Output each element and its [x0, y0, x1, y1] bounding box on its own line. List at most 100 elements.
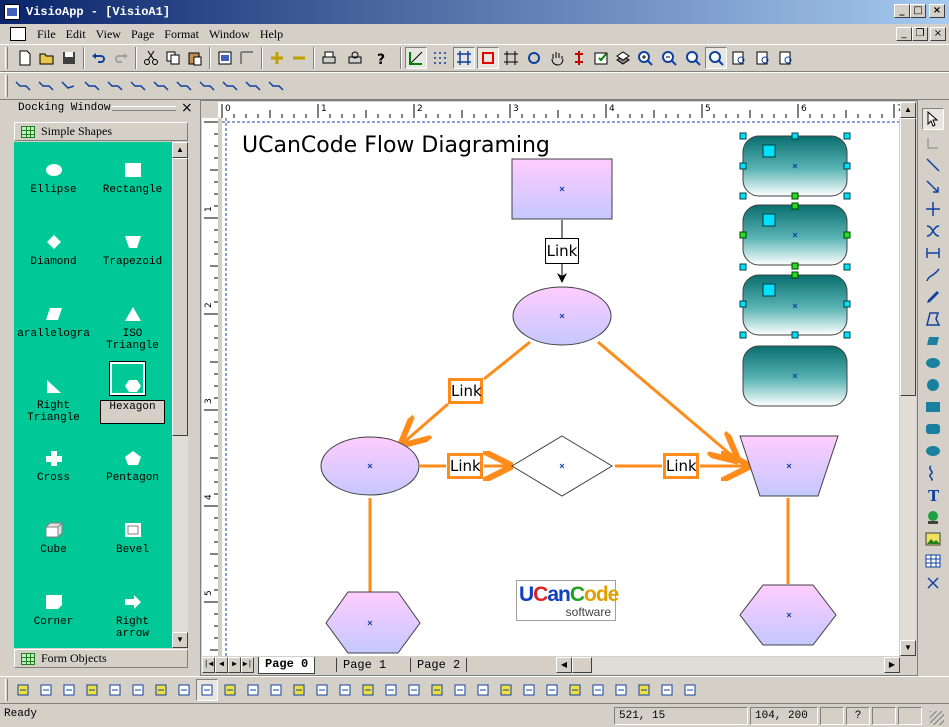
rounded-rect-shape[interactable] [742, 274, 848, 336]
link-style-3-icon[interactable] [58, 75, 80, 97]
link-style-7-icon[interactable] [150, 75, 172, 97]
zoom-page-icon[interactable] [728, 47, 750, 69]
canvas-vscrollbar[interactable]: ▲ ▼ [900, 102, 916, 656]
ucancode-logo[interactable]: UCanCode software [516, 580, 619, 621]
zoom-all-icon[interactable] [775, 47, 797, 69]
same-size-icon[interactable] [449, 679, 471, 701]
shape-item-rectangle[interactable]: Rectangle [93, 144, 172, 216]
tab-page-2[interactable]: Page 2 [410, 658, 468, 672]
child-close-button[interactable]: × [930, 27, 946, 41]
shape-item-right-triangle[interactable]: Right Triangle [14, 360, 93, 432]
scroll-thumb[interactable] [900, 118, 916, 396]
size-width-icon[interactable] [472, 679, 494, 701]
nudge-right-icon[interactable] [633, 679, 655, 701]
curve-tool-icon[interactable] [922, 220, 944, 242]
flip-vertical-icon[interactable] [58, 679, 80, 701]
palette-scrollbar[interactable]: ▲ ▼ [172, 142, 188, 648]
arrow-line-icon[interactable] [922, 176, 944, 198]
text-tool-icon[interactable]: T [922, 484, 944, 506]
shape-item-parallelogram[interactable]: arallelogra [14, 288, 93, 360]
align-top-icon[interactable] [242, 679, 264, 701]
link-style-1-icon[interactable] [12, 75, 34, 97]
diagram-heading[interactable]: UCanCode Flow Diagraming [242, 133, 550, 158]
link-label[interactable]: Link [545, 238, 579, 264]
edit-mode-icon[interactable] [405, 47, 427, 69]
paste-icon[interactable] [184, 47, 206, 69]
delete-icon[interactable] [922, 572, 944, 594]
form-objects-header[interactable]: Form Objects [14, 649, 188, 668]
nudge-down-icon[interactable] [679, 679, 701, 701]
dimension-icon[interactable] [922, 242, 944, 264]
space-down-icon[interactable] [380, 679, 402, 701]
nudge-left-icon[interactable] [610, 679, 632, 701]
scroll-thumb[interactable] [172, 158, 188, 436]
drawing-canvas[interactable]: UCanCode Flow Diagraming Link Link Link … [222, 118, 899, 656]
selection-handles[interactable] [739, 132, 851, 339]
rotate-left-icon[interactable] [12, 679, 34, 701]
align-left-icon[interactable] [219, 679, 241, 701]
shape-item-bevel[interactable]: Bevel [93, 504, 172, 576]
connector[interactable] [597, 340, 737, 460]
shape-item-corner[interactable]: Corner [14, 576, 93, 648]
shape-item-ellipse[interactable]: Ellipse [14, 144, 93, 216]
nudge-up-icon[interactable] [656, 679, 678, 701]
globe-icon[interactable] [922, 506, 944, 528]
close-button[interactable]: × [929, 4, 945, 18]
rounded-rect-tool-icon[interactable] [922, 418, 944, 440]
link-style-2-icon[interactable] [35, 75, 57, 97]
circle-tool-icon[interactable] [922, 374, 944, 396]
link-label[interactable]: Link [447, 453, 483, 479]
zoom-out-icon[interactable] [658, 47, 680, 69]
menu-help[interactable]: Help [259, 26, 284, 41]
hexagon-shape[interactable] [739, 584, 837, 646]
same-height-icon[interactable] [426, 679, 448, 701]
open-icon[interactable] [36, 47, 58, 69]
print-icon[interactable] [318, 47, 340, 69]
align-right-icon[interactable] [288, 679, 310, 701]
toolbar-grip[interactable] [5, 75, 8, 97]
maximize-button[interactable]: □ [910, 4, 926, 18]
link-style-11-icon[interactable] [242, 75, 264, 97]
bring-to-front-icon[interactable] [518, 679, 540, 701]
shape-item-trapezoid[interactable]: Trapezoid [93, 216, 172, 288]
app-icon[interactable] [4, 4, 20, 20]
link-style-5-icon[interactable] [104, 75, 126, 97]
scroll-up-button[interactable]: ▲ [900, 102, 916, 118]
ungroup-icon[interactable] [150, 679, 172, 701]
tab-page-0[interactable]: Page 0 [258, 657, 316, 674]
align-center-icon[interactable] [311, 679, 333, 701]
minimize-button[interactable]: _ [894, 4, 910, 18]
layers-icon[interactable] [612, 47, 634, 69]
ruler-corner[interactable] [202, 102, 218, 118]
connector[interactable] [402, 402, 449, 444]
rotate-select-icon[interactable] [922, 132, 944, 154]
cross-line-icon[interactable] [922, 198, 944, 220]
toolbar-grip[interactable] [5, 679, 8, 701]
parallelogram-tool-icon[interactable] [922, 330, 944, 352]
rotate-icon[interactable] [523, 47, 545, 69]
polygon-icon[interactable] [922, 308, 944, 330]
mirror-icon[interactable] [81, 679, 103, 701]
add-icon[interactable] [266, 47, 288, 69]
child-minimize-button[interactable]: _ [896, 27, 912, 41]
ellipse-tool-icon[interactable] [922, 352, 944, 374]
new-icon[interactable] [14, 47, 36, 69]
next-page-button[interactable]: ▶ [228, 657, 241, 673]
child-restore-button[interactable]: ❐ [912, 27, 928, 41]
menu-window[interactable]: Window [208, 26, 250, 41]
docking-grip[interactable] [112, 106, 176, 111]
zoom-in-icon[interactable] [634, 47, 656, 69]
lock-icon[interactable] [173, 679, 195, 701]
scroll-down-button[interactable]: ▼ [172, 632, 188, 648]
tab-page-1[interactable]: Page 1 [336, 658, 392, 672]
first-page-button[interactable]: |◀ [202, 657, 215, 673]
scroll-down-button[interactable]: ▼ [900, 640, 916, 656]
page-setup-icon[interactable] [214, 47, 236, 69]
zoom-fit-icon[interactable] [682, 47, 704, 69]
docking-close-button[interactable]: × [181, 100, 193, 116]
toolbar-grip[interactable] [5, 47, 8, 69]
grid-settings-icon[interactable] [236, 47, 258, 69]
send-to-back-icon[interactable] [541, 679, 563, 701]
flip-horizontal-icon[interactable] [35, 679, 57, 701]
help-icon[interactable]: ? [370, 47, 392, 69]
